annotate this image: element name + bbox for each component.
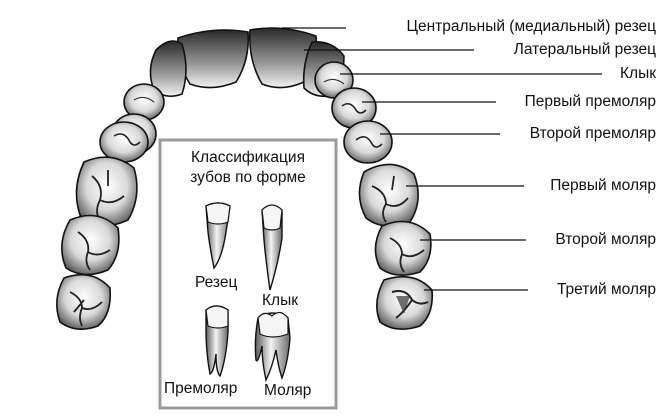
canine-tooth-illustration [261, 204, 283, 291]
label-third-molar: Третий моляр [556, 281, 656, 298]
label-second-premolar: Второй премоляр [529, 125, 656, 142]
label-first-molar: Первый моляр [550, 177, 656, 194]
molar-tooth-illustration [254, 311, 291, 383]
incisor-tooth-illustration [205, 202, 231, 270]
central-incisor-left [176, 29, 250, 89]
third-molar-right [376, 275, 434, 330]
left-second-premolar [99, 121, 149, 163]
classification-box [158, 138, 338, 410]
caption-incisor: Резец [195, 274, 238, 291]
first-molar-right [358, 163, 419, 227]
third-molar-left [56, 273, 112, 330]
second-molar-right [374, 220, 432, 276]
lateral-incisor-left [149, 40, 187, 98]
caption-premolar: Премоляр [164, 380, 238, 397]
label-second-molar: Второй моляр [555, 231, 656, 248]
first-molar-left [75, 156, 138, 227]
label-first-premolar: Первый премоляр [524, 93, 656, 110]
premolar-tooth-illustration [205, 305, 229, 378]
second-molar-left [61, 214, 120, 276]
label-lateral-incisor: Латеральный резец [513, 41, 656, 58]
classification-title-line2: зубов по форме [190, 169, 306, 186]
second-premolar-right [343, 120, 393, 164]
label-canine: Клык [620, 65, 656, 82]
caption-canine: Клык [262, 292, 298, 309]
caption-molar: Моляр [264, 382, 312, 399]
leader-lines [282, 27, 602, 291]
classification-title-line1: Классификация [191, 149, 305, 166]
label-central-incisor: Центральный (медиальный) резец [406, 18, 656, 35]
